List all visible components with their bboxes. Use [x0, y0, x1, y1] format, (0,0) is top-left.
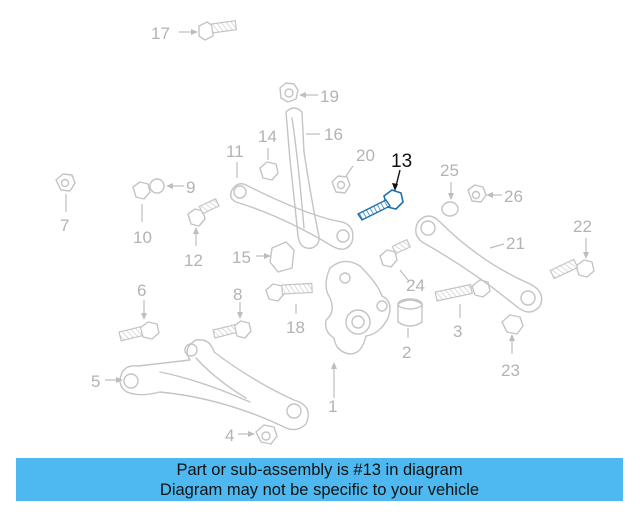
label-12: 12	[184, 251, 203, 270]
part-14-nut[interactable]	[259, 161, 279, 181]
banner-line-2: Diagram may not be specific to your vehi…	[159, 481, 480, 499]
part-21-link[interactable]	[415, 215, 543, 313]
label-21: 21	[506, 234, 525, 253]
part-25-washer[interactable]	[441, 201, 459, 217]
part-24-bolt[interactable]	[379, 238, 411, 268]
part-12-bolt[interactable]	[187, 197, 220, 227]
label-25: 25	[440, 161, 459, 180]
label-14: 14	[258, 127, 277, 146]
part-18-bolt[interactable]	[265, 282, 313, 302]
label-16: 16	[324, 125, 343, 144]
label-18: 18	[286, 318, 305, 337]
label-8: 8	[233, 285, 242, 304]
part-11-control-arm[interactable]	[229, 183, 354, 250]
label-7: 7	[60, 216, 69, 235]
part-1-knuckle[interactable]	[324, 260, 391, 355]
label-11: 11	[226, 142, 244, 161]
label-4: 4	[225, 426, 234, 445]
part-20-nut[interactable]	[331, 175, 351, 194]
part-17-bolt[interactable]	[198, 20, 238, 41]
label-19: 19	[320, 87, 339, 106]
part-19-nut[interactable]	[279, 82, 299, 103]
label-26: 26	[504, 187, 523, 206]
part-7-nut[interactable]	[55, 173, 76, 192]
label-15: 15	[232, 248, 251, 267]
label-10: 10	[133, 228, 152, 247]
label-5: 5	[91, 372, 100, 391]
label-3: 3	[453, 322, 462, 341]
label-22: 22	[573, 217, 592, 236]
parts-diagram: 17 19 16 14 20 11 13 25	[55, 20, 595, 445]
part-8-bolt[interactable]	[212, 320, 252, 339]
info-banner: Part or sub-assembly is #13 in diagram D…	[16, 458, 623, 501]
part-9-washer[interactable]	[149, 178, 165, 194]
banner-line-1: Part or sub-assembly is #13 in diagram	[176, 461, 463, 479]
part-16-link[interactable]	[285, 107, 320, 249]
part-15-bracket[interactable]	[269, 241, 295, 273]
label-24: 24	[406, 276, 425, 295]
part-4-nut[interactable]	[255, 424, 278, 445]
label-13: 13	[391, 151, 412, 172]
part-10-nut[interactable]	[132, 181, 151, 200]
part-22-bolt[interactable]	[549, 258, 595, 280]
part-23-nut[interactable]	[501, 314, 524, 335]
label-17: 17	[151, 24, 170, 43]
label-6: 6	[137, 281, 146, 300]
part-3-bolt[interactable]	[434, 279, 491, 302]
part-6-bolt[interactable]	[118, 321, 160, 342]
label-1: 1	[328, 397, 337, 416]
label-2: 2	[402, 343, 411, 362]
part-26-nut[interactable]	[467, 184, 487, 203]
label-23: 23	[501, 361, 520, 380]
part-2-bushing[interactable]	[397, 298, 423, 327]
part-13-bolt-highlighted[interactable]	[356, 189, 404, 221]
part-5-lower-arm[interactable]	[119, 339, 309, 431]
label-20: 20	[356, 146, 375, 165]
label-9: 9	[186, 178, 195, 197]
